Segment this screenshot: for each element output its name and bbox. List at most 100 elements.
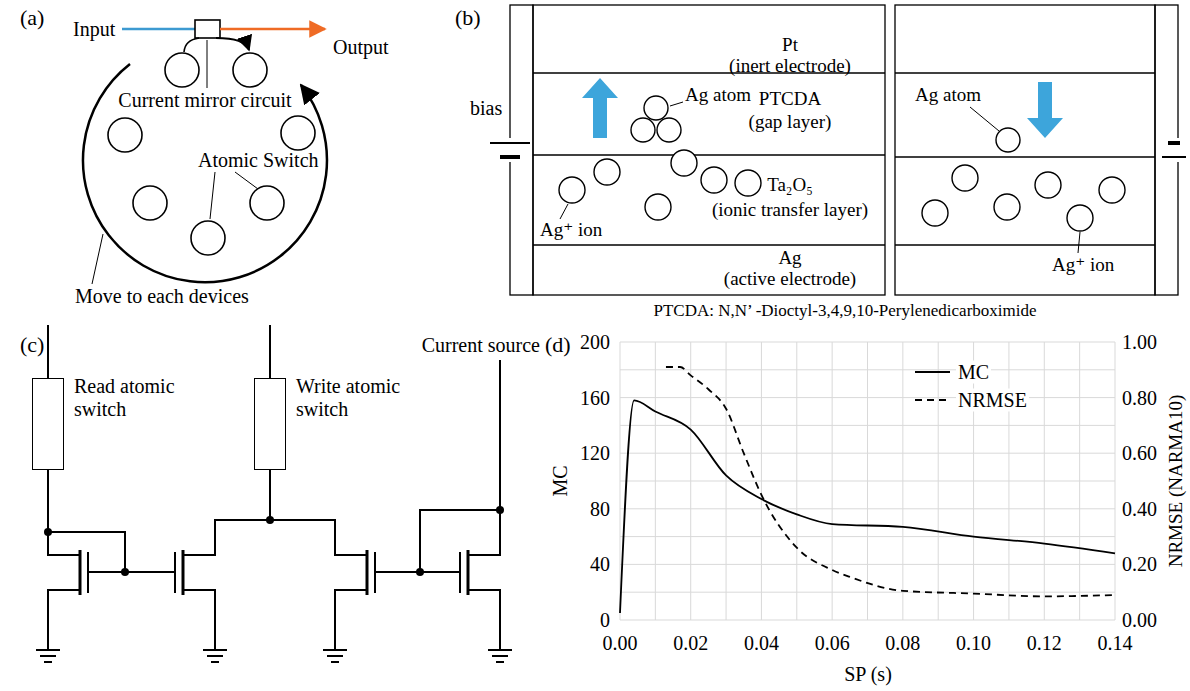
device-cross-section [490, 5, 1186, 295]
battery-symbol [500, 155, 520, 159]
battery-symbol [490, 138, 1186, 162]
switch-ring [83, 20, 327, 284]
atomic-switch-box: Write atomic switch [254, 378, 414, 471]
ag-ion [1067, 205, 1093, 231]
switch-symbol [254, 378, 286, 470]
ag-atom [644, 96, 668, 120]
axis-tick: 0.06 [815, 632, 850, 655]
layer-name: Ag [778, 247, 801, 269]
axis-tick: 0.80 [1122, 386, 1157, 409]
leader-line [1078, 232, 1080, 253]
part-label: Ag⁺ ion [540, 219, 602, 241]
axis-tick: 0.14 [1098, 632, 1133, 655]
grid-line [620, 508, 1115, 509]
axis-title: MC [549, 465, 572, 496]
current-mirror-circuit [183, 520, 367, 555]
part-label: Ag atom [685, 84, 751, 106]
part-label: Current source [422, 334, 540, 357]
axis-tick: 0.20 [1122, 553, 1157, 576]
switch-link [216, 38, 249, 50]
layer-role: (inert electrode) [729, 55, 851, 77]
atomic-switch-box: Read atomic switch [32, 378, 192, 471]
legend-sample [915, 399, 950, 401]
current-mirror-circuit [366, 550, 369, 595]
panel-letter: (b) [455, 5, 481, 30]
grid-line [620, 620, 1115, 621]
layer-boundary [533, 154, 885, 155]
legend-entry: NRMSE [956, 389, 1029, 412]
ag-ion [994, 194, 1020, 220]
chart [620, 342, 1115, 620]
current-mirror-circuit [468, 360, 500, 555]
layer-role: (ionic transfer layer) [712, 199, 868, 221]
battery-symbol [1168, 141, 1180, 145]
axis-tick: 0.10 [956, 632, 991, 655]
current-mirror-circuit [269, 325, 271, 378]
mirror-box [195, 20, 220, 38]
axis-tick: 0.08 [885, 632, 920, 655]
axis-tick: 200 [580, 331, 610, 354]
junction-dot [266, 516, 274, 524]
current-mirror-circuit [467, 550, 470, 595]
atomic-switch [165, 53, 199, 87]
ground-symbol [488, 650, 512, 662]
grid-line [620, 397, 1115, 398]
grid-line [620, 453, 1115, 454]
battery-symbol [490, 142, 530, 144]
leader-line [560, 204, 568, 219]
current-mirror-circuit [468, 590, 500, 650]
axis-tick: 1.00 [1122, 331, 1157, 354]
leader-line [92, 234, 103, 284]
signal-label: Output [333, 36, 389, 59]
current-mirror-circuit [183, 590, 215, 650]
current-mirror-circuit [182, 550, 185, 595]
axis-tick: 0.12 [1027, 632, 1062, 655]
junction-dot [121, 568, 129, 576]
ground-symbol [323, 650, 347, 662]
layer-boundary [533, 73, 1155, 245]
legend-entry: MC [956, 361, 991, 384]
atomic-switch [108, 118, 142, 152]
ag-ion [735, 170, 761, 196]
current-mirror-circuit [48, 590, 80, 650]
panel-letter: (a) [20, 5, 44, 30]
current-mirror-circuit [420, 510, 500, 572]
ag-atom [657, 118, 681, 142]
device-stack [895, 5, 1155, 295]
part-label: Atomic Switch [198, 149, 319, 172]
atomic-switch [133, 186, 167, 220]
grid-line [620, 342, 1115, 620]
signal-label: Input [73, 18, 115, 41]
motion-arrow [1027, 82, 1063, 138]
leader-line [560, 102, 1080, 253]
axis-tick: 40 [590, 553, 610, 576]
part-label: Ag⁺ ion [1052, 254, 1114, 276]
part-label: Current mirror circuit [118, 89, 291, 112]
ground-symbol [36, 650, 60, 662]
junction-dot [44, 506, 504, 576]
part-label: bias [470, 97, 502, 120]
atomic-switch [233, 53, 267, 87]
junction-dot [496, 506, 504, 514]
panel-letter: (c) [20, 332, 44, 357]
layer-role: (gap layer) [749, 111, 832, 133]
leader-line [670, 102, 683, 106]
switch-symbol [32, 378, 64, 470]
switch-label: Read atomic switch [74, 375, 192, 421]
ag-ion [922, 200, 948, 226]
junction-dot [416, 568, 424, 576]
leader-line [970, 107, 999, 131]
axis-tick: 160 [580, 386, 610, 409]
current-mirror-circuit [36, 325, 512, 662]
ground-symbol [36, 650, 512, 662]
axis-tick: 0.02 [673, 632, 708, 655]
switch-link [184, 38, 199, 52]
ag-ion [701, 167, 727, 193]
current-mirror-circuit [269, 470, 271, 520]
note-label: Move to each devices [75, 285, 249, 308]
grid-line [620, 342, 1115, 343]
ag-ion [594, 159, 620, 185]
axis-tick: 0.00 [603, 632, 638, 655]
data-curve [620, 367, 1115, 613]
layer-name: PTCDA [759, 88, 821, 110]
